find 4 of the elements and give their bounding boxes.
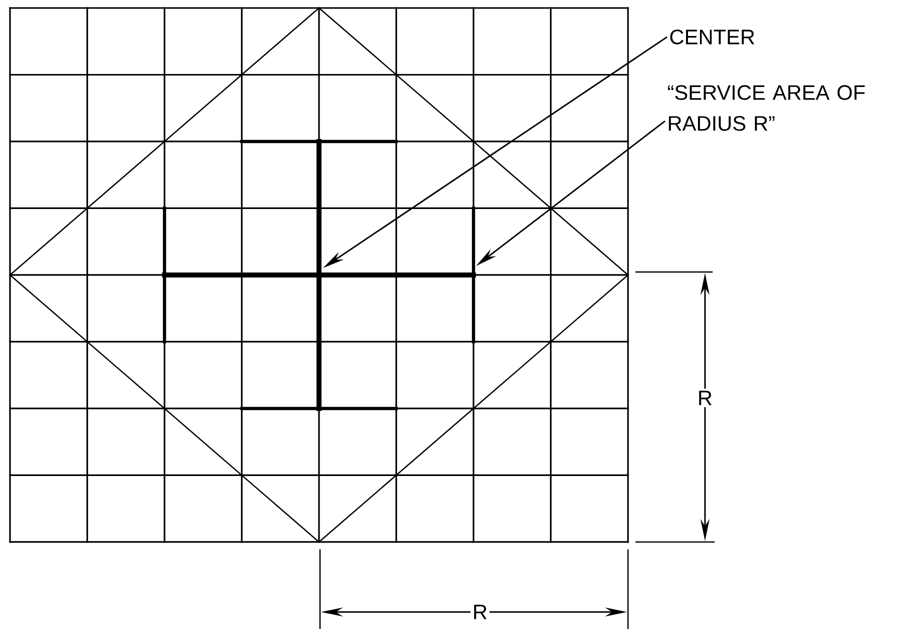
dimension-label: R — [695, 388, 715, 408]
dimension-label: R — [470, 602, 490, 622]
callout-text: CENTER — [670, 30, 754, 44]
callout-text: “SERVICE AREA OF RADIUS R” — [668, 85, 865, 131]
